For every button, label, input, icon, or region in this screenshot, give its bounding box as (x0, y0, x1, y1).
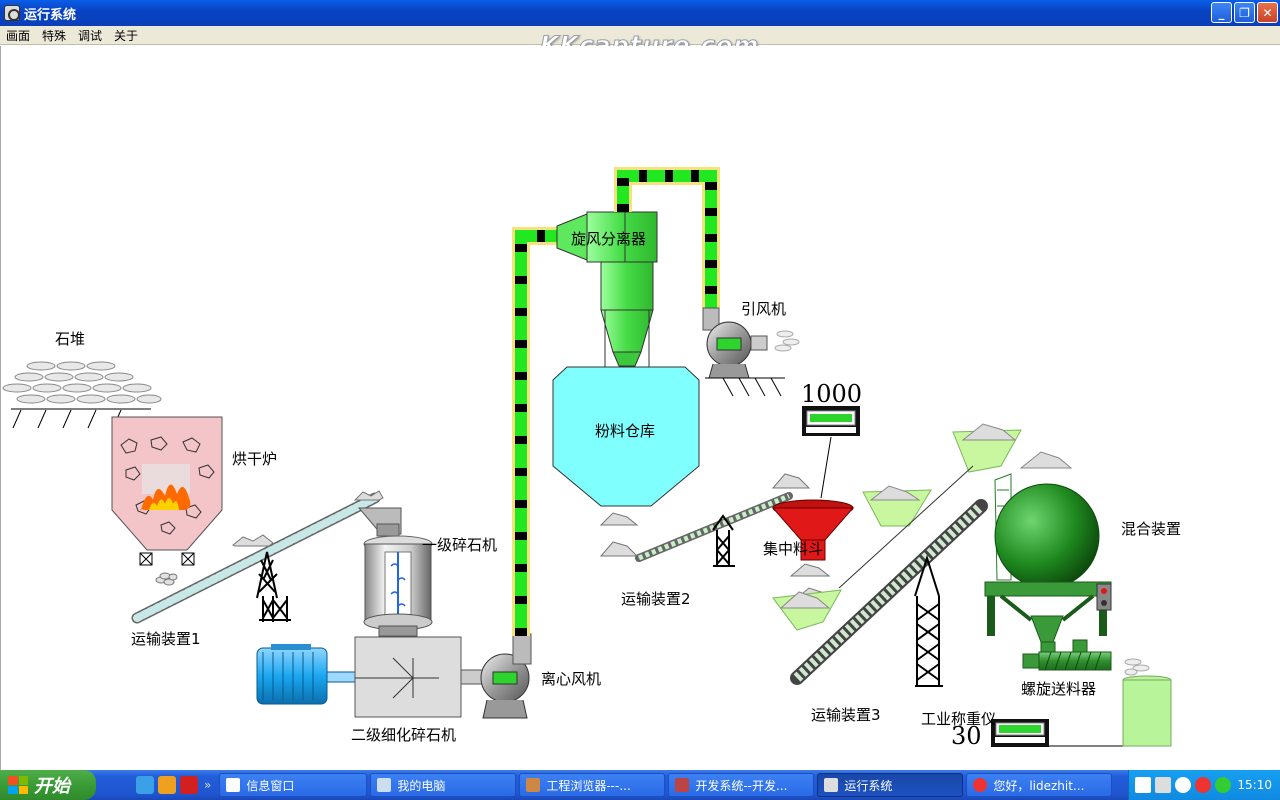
centrifugal-fan (480, 633, 532, 719)
chat-icon (973, 778, 988, 792)
computer-icon (377, 778, 392, 792)
receiving-tank (1122, 675, 1172, 747)
label-dryer: 烘干炉 (232, 450, 278, 468)
conveyor-2 (635, 473, 811, 567)
dryer-furnace (111, 416, 223, 586)
powder-silo (552, 366, 700, 557)
menu-item-debug[interactable]: 调试 (78, 28, 103, 43)
conveyor-1 (131, 490, 384, 624)
task-project-browser[interactable]: 工程浏览器---... (519, 773, 666, 797)
runtime-system-icon (824, 778, 839, 792)
app-launch-icon[interactable] (180, 776, 198, 794)
keyboard-icon[interactable] (1135, 777, 1151, 793)
quicklaunch-more-icon[interactable]: » (204, 778, 212, 792)
label-induced-fan: 引风机 (741, 300, 787, 318)
task-info-window[interactable]: 信息窗口 (219, 773, 368, 797)
induced-fan (702, 307, 800, 397)
task-chat[interactable]: 您好，lidezhit... (966, 773, 1113, 797)
scale-weight-readout: 30 (951, 722, 982, 750)
close-button[interactable]: ✕ (1257, 2, 1278, 23)
project-browser-icon (526, 778, 541, 792)
label-stone-pile: 石堆 (55, 330, 86, 348)
pneumatic-pipe-2 (614, 167, 720, 308)
process-diagram (2, 167, 1172, 747)
label-scale: 工业称重仪 (921, 710, 997, 728)
quick-launch: » (136, 776, 213, 794)
menu-item-screen[interactable]: 画面 (6, 28, 31, 43)
chat-tray-icon[interactable] (1195, 777, 1211, 793)
label-cyclone: 旋风分离器 (571, 230, 647, 248)
task-label: 您好，lidezhit... (993, 778, 1085, 793)
start-label: 开始 (34, 776, 70, 797)
task-runtime-system[interactable]: 运行系统 (817, 773, 964, 797)
hopper-weight-readout: 1000 (801, 380, 863, 408)
process-canvas: 石堆 烘干炉 运输装置1 一级碎石机 二级细化碎石机 离心风机 旋风分离器 引风… (0, 46, 1280, 770)
label-centrifugal-fan: 离心风机 (541, 670, 602, 688)
task-label: 运行系统 (844, 778, 893, 793)
task-label: 信息窗口 (246, 778, 295, 793)
label-powder-silo: 粉料仓库 (595, 422, 656, 440)
ie-icon[interactable] (136, 776, 154, 794)
windows-logo-icon (8, 776, 28, 794)
start-button[interactable]: 开始 (0, 770, 96, 800)
minimize-button[interactable]: _ (1211, 2, 1232, 23)
label-screw-feeder: 螺旋送料器 (1021, 680, 1097, 698)
app-icon (4, 5, 20, 21)
industrial-scale (991, 719, 1123, 747)
stone-pile (2, 361, 162, 429)
title-bar: 运行系统 _ ❐ ✕ (0, 0, 1280, 26)
label-mixer: 混合装置 (1121, 520, 1182, 538)
cyclone-separator (556, 211, 658, 368)
label-conveyor-1: 运输装置1 (131, 630, 201, 648)
task-label: 工程浏览器---... (546, 778, 631, 793)
label-primary-crusher: 一级碎石机 (422, 536, 498, 554)
task-my-computer[interactable]: 我的电脑 (370, 773, 517, 797)
label-secondary-crusher: 二级细化碎石机 (351, 726, 457, 744)
label-hopper: 集中料斗 (763, 540, 824, 558)
taskbar: 开始 » 信息窗口 我的电脑 工程浏览器---... 开发系统--开发... 运… (0, 770, 1280, 800)
material-trays (772, 423, 1073, 631)
system-tray: 15:10 (1128, 770, 1280, 800)
task-dev-system[interactable]: 开发系统--开发... (668, 773, 815, 797)
menu-item-about[interactable]: 关于 (114, 28, 139, 43)
screw-feeder (1022, 639, 1150, 676)
menu-item-special[interactable]: 特殊 (42, 28, 67, 43)
motor (256, 644, 356, 705)
restore-button[interactable]: ❐ (1234, 2, 1255, 23)
media-icon[interactable] (158, 776, 176, 794)
collecting-hopper (771, 406, 860, 599)
security-shield-icon[interactable] (1215, 777, 1231, 793)
window-title: 运行系统 (24, 7, 77, 23)
pneumatic-pipe-1 (512, 227, 561, 636)
conveyor-3 (790, 465, 988, 687)
network-icon[interactable] (1155, 777, 1171, 793)
info-window-icon (226, 778, 241, 792)
mixing-device (984, 473, 1112, 657)
label-conveyor-3: 运输装置3 (811, 706, 881, 724)
secondary-crusher (354, 636, 492, 718)
primary-crusher (357, 507, 433, 637)
menu-bar: 画面 特殊 调试 关于 (0, 26, 1280, 45)
label-conveyor-2: 运输装置2 (621, 590, 691, 608)
expand-tray-icon[interactable] (1175, 777, 1191, 793)
clock: 15:10 (1237, 778, 1272, 792)
dev-system-icon (675, 778, 690, 792)
task-label: 开发系统--开发... (695, 778, 788, 793)
task-label: 我的电脑 (397, 778, 446, 793)
